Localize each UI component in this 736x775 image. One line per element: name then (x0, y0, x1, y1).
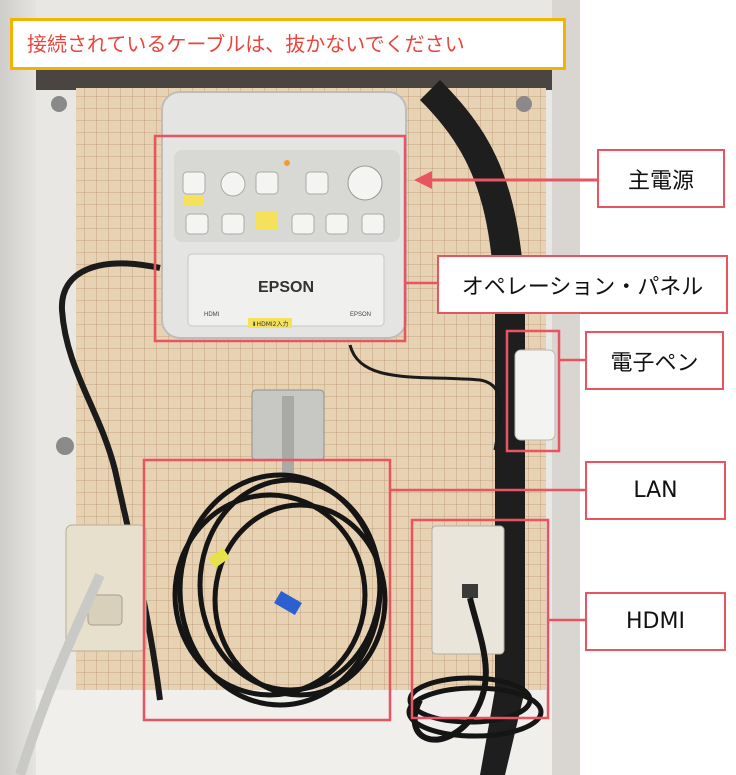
hdmi-logo: HDMI (204, 312, 220, 318)
lan-cable-coil (172, 472, 388, 708)
button (182, 171, 206, 195)
lan-cable-tag (208, 547, 230, 569)
button (361, 213, 385, 235)
indicator-led (284, 160, 290, 166)
epson-logo: EPSON (258, 279, 314, 296)
hdmi-port (462, 584, 478, 598)
hdmi-tag-2 (256, 212, 278, 230)
control-box: EPSON HDMI EPSON ⬇HDMI2入力 (161, 91, 407, 339)
volume-knob (347, 165, 383, 201)
hdmi2-input-tag (248, 318, 292, 328)
button (185, 213, 209, 235)
label-hdmi: HDMI (585, 592, 726, 651)
grey-plug-cable (15, 572, 105, 775)
button (255, 171, 279, 195)
highlight-operation-panel (153, 134, 407, 343)
bolt (56, 437, 74, 455)
epson-logo-small: EPSON (350, 312, 371, 318)
highlight-electronic-pen (505, 329, 561, 453)
label-electronic-pen: 電子ペン (585, 331, 724, 390)
label-lan: LAN (585, 461, 726, 520)
cabinet-right-wall (552, 0, 580, 775)
label-main-power: 主電源 (597, 149, 725, 208)
highlight-lan (142, 458, 392, 722)
warning-banner: 接続されているケーブルは、抜かないでください (10, 18, 566, 70)
button (305, 171, 329, 195)
bolt (516, 96, 532, 112)
button (221, 213, 245, 235)
button (325, 213, 349, 235)
lan-connector (274, 590, 302, 616)
arrow-main-power-head (414, 171, 432, 189)
power-outlet (65, 524, 147, 652)
electronic-pen-holder (514, 349, 556, 441)
cabinet-left-wall (0, 0, 36, 775)
power-button (220, 171, 246, 197)
hdmi-cable-coil (406, 675, 544, 739)
button (291, 213, 315, 235)
pen-cable (348, 344, 503, 451)
cable-hanger-hook (282, 396, 294, 478)
hdmi2-input-label: ⬇HDMI2入力 (252, 320, 289, 328)
bolt (51, 96, 67, 112)
label-operation-panel: オペレーション・パネル (437, 255, 728, 314)
hdmi-tag-1 (183, 196, 203, 206)
